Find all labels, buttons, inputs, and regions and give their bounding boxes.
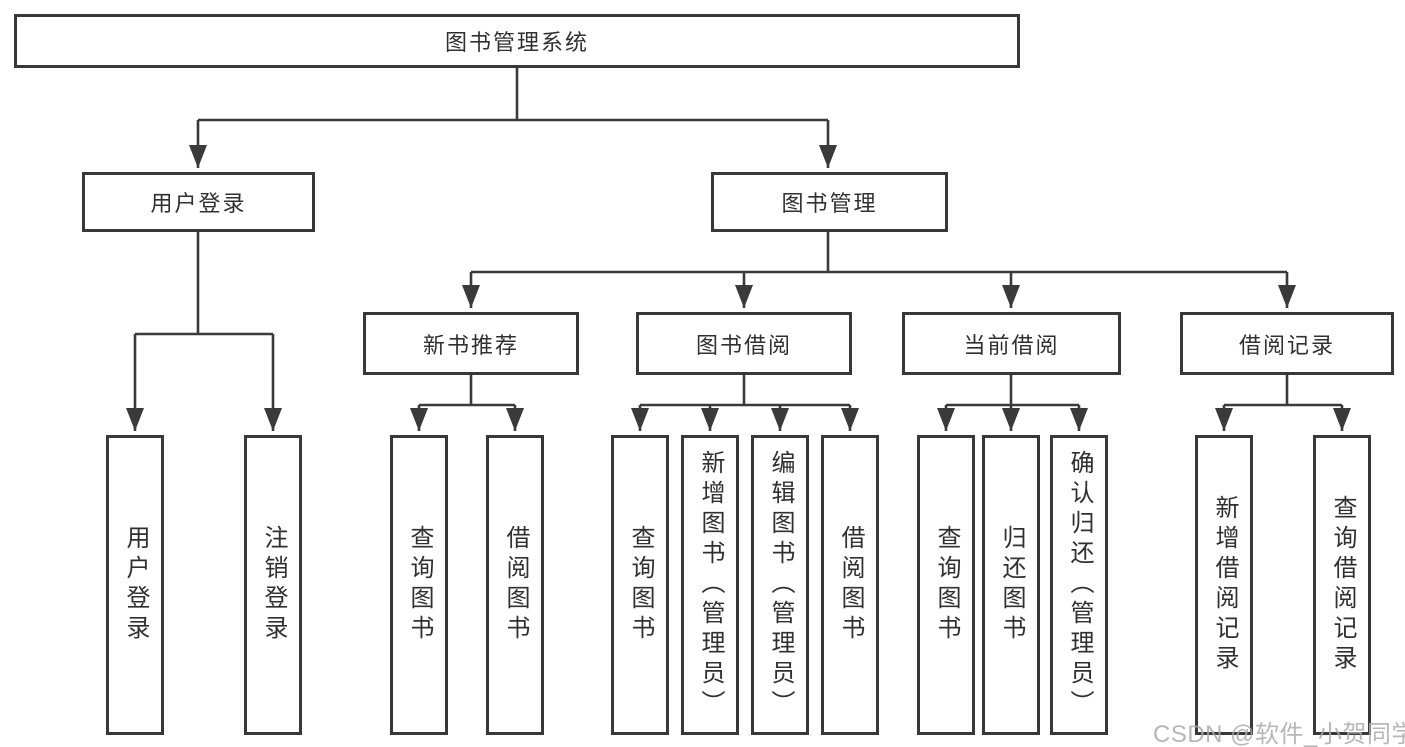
- node-book-management: 图书管理: [711, 172, 948, 232]
- leaf-br-add-record: 新增借阅记录: [1195, 435, 1253, 735]
- connector-segments: [135, 68, 1342, 407]
- node-book-borrowing: 图书借阅: [636, 312, 852, 375]
- leaf-bb-borrow-books: 借阅图书: [821, 435, 879, 735]
- leaf-logout: 注销登录: [244, 435, 302, 735]
- leaf-cb-confirm-return-admin: 确认归还（管理员）: [1050, 435, 1108, 735]
- leaf-cb-query-books: 查询图书: [917, 435, 975, 735]
- leaf-nb-borrow-books: 借阅图书: [486, 435, 544, 735]
- leaf-cb-return-books: 归还图书: [982, 435, 1040, 735]
- leaf-bb-query-books: 查询图书: [611, 435, 669, 735]
- leaf-br-query-record: 查询借阅记录: [1313, 435, 1371, 735]
- node-new-book-recommend: 新书推荐: [363, 312, 579, 375]
- leaf-bb-add-books-admin: 新增图书（管理员）: [681, 435, 739, 735]
- connector-arrows: [126, 120, 1351, 431]
- node-borrow-records: 借阅记录: [1180, 312, 1394, 375]
- node-user-login: 用户登录: [82, 172, 315, 232]
- node-current-borrowing: 当前借阅: [902, 312, 1121, 375]
- leaf-bb-edit-books-admin: 编辑图书（管理员）: [751, 435, 809, 735]
- leaf-nb-query-books: 查询图书: [390, 435, 448, 735]
- leaf-user-login: 用户登录: [106, 435, 164, 735]
- node-library-management-system: 图书管理系统: [14, 14, 1020, 68]
